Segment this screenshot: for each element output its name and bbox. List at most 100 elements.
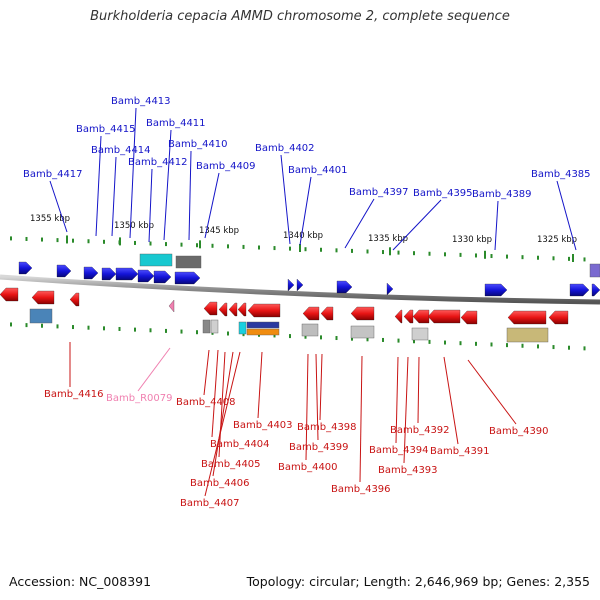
gene-label-bottom-leader <box>218 351 226 458</box>
gene-label-top-leader <box>494 200 499 251</box>
reverse-gene-arrow <box>460 310 478 325</box>
gene-label-top-leader <box>49 180 68 233</box>
gene-label-top-leader <box>188 150 192 241</box>
gene-label-bottom: Bamb_4392 <box>390 425 450 436</box>
gene-label-bottom: Bamb_4407 <box>180 498 240 509</box>
scale-label: 1355 kbp <box>30 214 70 224</box>
reverse-gene-arrow <box>394 309 403 324</box>
forward-gene-arrow <box>115 267 139 281</box>
gene-label-bottom: Bamb_4404 <box>210 439 270 450</box>
reverse-gene-arrow <box>320 306 334 321</box>
reverse-gene-arrow <box>228 302 238 317</box>
gene-label-top-leader <box>556 180 577 251</box>
gene-label-bottom-leader <box>257 351 263 419</box>
gene-label-bottom-leader <box>319 353 323 421</box>
backbone-line <box>0 274 600 305</box>
reverse-gene-arrow <box>247 303 281 318</box>
summary-text: Topology: circular; Length: 2,646,969 bp… <box>246 574 590 589</box>
gene-label-top: Bamb_4385 <box>531 169 591 180</box>
gene-label-top: Bamb_4417 <box>23 169 83 180</box>
gene-label-bottom: Bamb_4406 <box>190 478 250 489</box>
gene-label-top: Bamb_4414 <box>91 145 151 156</box>
forward-gene-arrow <box>336 280 353 294</box>
gene-label-top: Bamb_4409 <box>196 161 256 172</box>
feature-box <box>202 319 211 334</box>
scale-label: 1340 kbp <box>283 231 323 241</box>
forward-gene-arrow <box>153 270 172 284</box>
gene-label-bottom: Bamb_4393 <box>378 465 438 476</box>
gene-label-bottom: Bamb_R0079 <box>106 393 172 404</box>
reverse-gene-arrow <box>218 302 228 317</box>
gene-label-top: Bamb_4395 <box>413 188 473 199</box>
feature-box <box>29 308 53 324</box>
gene-label-top: Bamb_4402 <box>255 143 315 154</box>
scale-label: 1335 kbp <box>368 234 408 244</box>
forward-gene-arrow <box>137 269 155 283</box>
feature-box <box>301 323 319 337</box>
reverse-gene-arrow <box>203 301 218 316</box>
forward-gene-arrow <box>386 282 394 296</box>
forward-gene-arrow <box>287 278 295 292</box>
forward-gene-arrow <box>591 283 600 297</box>
gene-label-bottom: Bamb_4398 <box>297 422 357 433</box>
scale-label: 1345 kbp <box>199 226 239 236</box>
gene-label-bottom-leader <box>137 347 171 392</box>
gene-label-bottom: Bamb_4391 <box>430 446 490 457</box>
gene-label-bottom: Bamb_4408 <box>176 397 236 408</box>
gene-label-bottom-leader <box>203 349 210 396</box>
map-title: Burkholderia cepacia AMMD chromosome 2, … <box>90 9 510 24</box>
reverse-gene-arrow <box>302 306 320 321</box>
forward-gene-arrow <box>18 261 33 275</box>
gene-label-top-leader <box>148 168 153 243</box>
gene-label-top-leader <box>111 156 117 237</box>
gene-label-top-leader <box>280 154 291 245</box>
gene-label-top: Bamb_4389 <box>472 189 532 200</box>
gene-label-bottom-leader <box>212 351 234 477</box>
reverse-gene-arrow <box>427 309 461 324</box>
forward-gene-arrow <box>174 271 201 285</box>
gene-label-bottom-leader <box>315 353 319 441</box>
gene-label-top: Bamb_4411 <box>146 118 206 129</box>
reverse-gene-arrow <box>507 310 547 325</box>
reverse-gene-arrow <box>237 302 247 317</box>
gene-label-bottom-leader <box>305 353 309 461</box>
reverse-gene-arrow <box>69 292 80 307</box>
gene-label-top: Bamb_4397 <box>349 187 409 198</box>
gene-label-bottom-leader <box>395 356 399 444</box>
gene-label-top-leader <box>95 135 102 237</box>
reverse-gene-arrow <box>412 309 430 324</box>
feature-box <box>210 319 219 334</box>
gene-label-top-leader <box>129 107 137 239</box>
feature-box <box>506 327 549 343</box>
gene-label-bottom-leader <box>211 349 219 438</box>
pseudogene-arrow <box>168 299 175 313</box>
gene-label-bottom: Bamb_4399 <box>289 442 349 453</box>
reverse-gene-arrow <box>403 309 414 324</box>
gene-label-bottom-leader <box>467 359 517 425</box>
gene-label-bottom: Bamb_4403 <box>233 420 293 431</box>
feature-box <box>411 327 429 341</box>
forward-gene-arrow <box>296 278 304 292</box>
feature-box <box>175 255 202 269</box>
gene-label-bottom: Bamb_4416 <box>44 389 104 400</box>
gene-label-bottom: Bamb_4390 <box>489 426 549 437</box>
reverse-gene-arrow <box>31 290 55 305</box>
feature-box <box>246 328 280 336</box>
reverse-gene-arrow <box>0 287 19 302</box>
gene-label-bottom: Bamb_4405 <box>201 459 261 470</box>
reverse-gene-arrow <box>548 310 569 325</box>
gene-label-top: Bamb_4410 <box>168 139 228 150</box>
gene-label-bottom: Bamb_4400 <box>278 462 338 473</box>
feature-box <box>238 321 247 335</box>
feature-box <box>350 325 375 339</box>
gene-label-top-leader <box>392 199 442 251</box>
gene-label-bottom-leader <box>204 351 241 497</box>
forward-gene-arrow <box>56 264 72 278</box>
gene-label-top-leader <box>344 198 375 249</box>
scale-label: 1325 kbp <box>537 235 577 245</box>
feature-box <box>589 263 600 278</box>
gene-label-top: Bamb_4412 <box>128 157 188 168</box>
scale-label: 1330 kbp <box>452 235 492 245</box>
forward-gene-arrow <box>101 267 117 281</box>
